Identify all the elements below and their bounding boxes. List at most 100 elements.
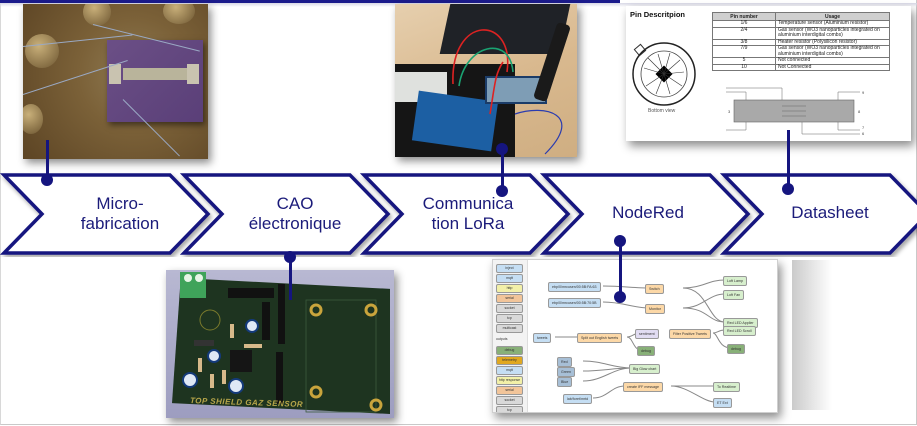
pin-table-header: Pin number Usage <box>712 12 890 21</box>
palette-node[interactable]: telemetry <box>496 356 523 365</box>
connector-nodered <box>619 240 622 295</box>
connector-dot-datasheet <box>782 183 794 195</box>
palette-node[interactable]: socket <box>496 304 523 313</box>
flow-node: ET Ext <box>713 398 732 408</box>
palette-category-outputs[interactable]: outputs <box>496 336 521 343</box>
flow-node: Red LED Scroll <box>723 326 756 336</box>
connector-dot-nodered <box>614 291 626 303</box>
sensor-chip <box>107 40 203 122</box>
title-bar-accent <box>0 0 620 3</box>
connector-dot-nodered-top <box>614 235 626 247</box>
pin-label: 3 <box>728 109 731 114</box>
flow-node: Switch <box>645 284 664 294</box>
palette-node[interactable]: mqtt <box>496 366 523 375</box>
bolt-image <box>163 4 195 24</box>
palette-node[interactable]: serial <box>496 386 523 395</box>
flow-node: Big Glow chart <box>629 364 661 374</box>
chevron-nodered[interactable] <box>539 173 751 255</box>
palette-node[interactable]: multicast <box>496 324 523 333</box>
step-label-line: Datasheet <box>791 203 869 222</box>
connector-lora <box>501 148 504 190</box>
flow-node: Split out English tweets <box>577 333 623 343</box>
pin-label: 7 <box>862 125 865 130</box>
bolt-image <box>25 34 59 68</box>
flow-node: Green <box>557 367 575 377</box>
palette-node[interactable]: socket <box>496 396 523 405</box>
pin-label: 6 <box>862 131 865 136</box>
flow-node: debug <box>637 346 655 356</box>
datasheet-image: Pin Descritpion Bottom view Pin number U… <box>626 6 911 141</box>
nodered-flow-screenshot: ebp/0/mrcusen/00:5B:FA:63 ebp/0/mrcusen/… <box>492 259 778 413</box>
connector-cao <box>289 256 292 300</box>
connector-dot-lora <box>496 143 508 155</box>
chevron-microfabrication[interactable] <box>0 173 211 255</box>
step-label-line: CAO <box>276 194 314 213</box>
flow-node: Loft Fan <box>723 290 745 300</box>
flow-node: debug <box>727 344 745 354</box>
palette-node[interactable]: debug <box>496 346 523 355</box>
pin-label: 4 <box>726 128 727 133</box>
pin-cell: 7/9 <box>712 45 776 58</box>
pcb-components <box>180 272 383 413</box>
step-label-line: tion LoRa <box>431 214 505 233</box>
connector-dot-microfabrication <box>41 174 53 186</box>
palette-node[interactable]: tcp <box>496 314 523 323</box>
step-label-microfabrication: Micro- fabrication <box>50 194 190 234</box>
microfabrication-photo <box>23 4 208 159</box>
step-label-line: Communica <box>422 194 514 213</box>
step-label-line: Micro- <box>96 194 144 213</box>
pin-label: 8 <box>858 109 861 114</box>
flow-node: Loft Lamp <box>723 276 747 286</box>
bottom-view-label: Bottom view <box>648 108 676 114</box>
connector-datasheet <box>787 130 790 188</box>
jumper-wires <box>452 29 563 155</box>
palette-node[interactable]: http response <box>496 376 523 385</box>
connector-microfabrication <box>46 140 49 180</box>
flow-node: To Realtime <box>713 382 740 392</box>
step-label-line: NodeRed <box>612 203 684 222</box>
bond-pad <box>187 64 199 84</box>
datasheet-title: Pin Descritpion <box>630 10 686 19</box>
flow-node: Filter Positive Tweets <box>669 329 711 339</box>
pin-cell: 2/4 <box>712 26 776 40</box>
header-usage: Usage <box>775 12 890 21</box>
palette-node[interactable]: http <box>496 284 523 293</box>
flow-node: ebp/0/mrcusen/00:5B:70:5B <box>548 298 601 308</box>
chevron-datasheet[interactable] <box>719 173 917 255</box>
usage-cell: Gas sensor (WO3 nanoparticles integrated… <box>775 45 890 58</box>
flow-node: Blue <box>557 377 573 387</box>
connector-dot-cao <box>284 251 296 263</box>
bolt-image <box>83 4 111 26</box>
step-label-cao: CAO électronique <box>225 194 365 234</box>
connector-dot-lora-end <box>496 185 508 197</box>
palette-node[interactable]: mqtt <box>496 274 523 283</box>
sensor-strip <box>123 68 187 80</box>
flow-node: tweets <box>533 333 552 343</box>
usage-cell: Gas sensor (WO3 nanoparticles integrated… <box>775 26 890 40</box>
nodered-wires <box>554 279 732 403</box>
sensor-layout-diagram: 1 2 3 4 6 7 8 9 <box>726 86 865 136</box>
palette-node[interactable]: tcp <box>496 406 523 412</box>
step-label-lora: Communica tion LoRa <box>398 194 538 234</box>
chevron-lora[interactable] <box>359 173 571 255</box>
flow-node: lab/foret/mrtd <box>563 394 593 404</box>
flow-node: create IFF message <box>623 382 663 392</box>
flow-node: sentiment <box>635 329 659 339</box>
step-label-nodered: NodeRed <box>578 203 718 223</box>
pin-diagram-bottom-view <box>632 42 696 106</box>
step-label-line: électronique <box>248 214 342 233</box>
flow-node: ebp/0/mrcusen/00:5B:FA:63 <box>548 282 601 292</box>
step-label-line: fabrication <box>80 214 160 233</box>
chevron-cao[interactable] <box>179 173 391 255</box>
palette-node[interactable]: inject <box>496 264 523 273</box>
pcb-render: TOP SHIELD GAZ SENSOR <box>166 270 394 418</box>
lora-photo <box>395 4 577 157</box>
page-edge-shadow <box>792 260 832 410</box>
pin-cell: 10 <box>712 63 776 71</box>
usage-cell: Not Connected <box>775 63 890 71</box>
step-label-datasheet: Datasheet <box>760 203 900 223</box>
palette-node[interactable]: serial <box>496 294 523 303</box>
